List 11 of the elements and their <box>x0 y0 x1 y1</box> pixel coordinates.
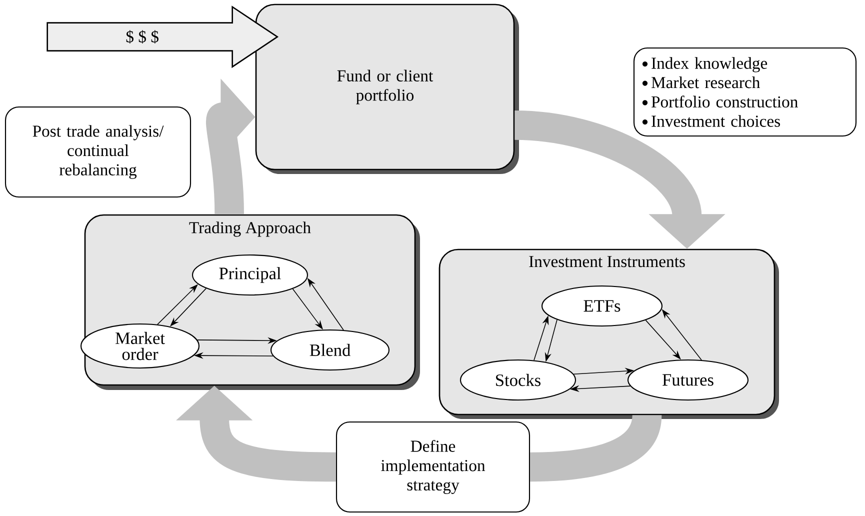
ellipse-node: Futures <box>627 359 749 401</box>
bullet-list-box: Index knowledge Market research Portfolio construction Investment choices <box>633 47 857 137</box>
note-box: Define implementation strategy <box>336 421 530 513</box>
ellipse-node: Blend <box>270 329 390 371</box>
ellipse-node: ETFs <box>541 285 663 327</box>
note-box: Post trade analysis/ continual rebalancing <box>4 106 192 198</box>
portfolio-box: Fund or client portfolio <box>255 4 519 174</box>
ellipse-node: Market order <box>80 323 200 369</box>
ellipse-node: Principal <box>192 254 308 296</box>
edge-label: $ $ $ <box>126 30 158 44</box>
ellipse-node: Stocks <box>460 359 576 401</box>
